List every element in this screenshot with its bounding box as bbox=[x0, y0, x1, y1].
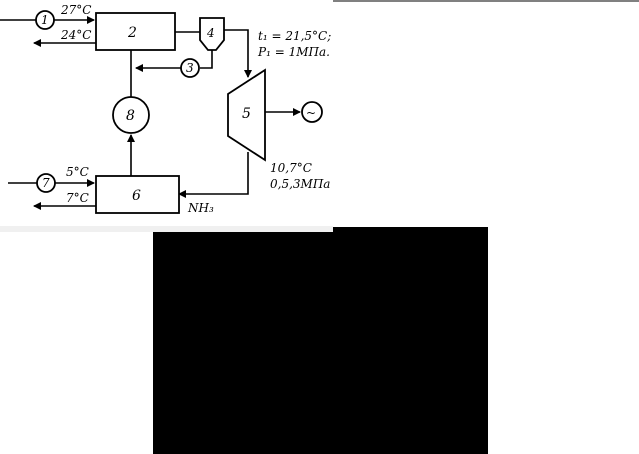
generator bbox=[301, 101, 323, 123]
generator-symbol: ~ bbox=[306, 106, 316, 120]
redaction-strip bbox=[0, 226, 333, 232]
hot-in-temp: 27°C bbox=[60, 3, 91, 17]
turbine-inlet-temp: t₁ = 21,5°C; bbox=[258, 29, 331, 43]
pump-8 bbox=[112, 96, 150, 134]
condenser-box bbox=[95, 175, 180, 214]
pump-8-label: 8 bbox=[126, 108, 135, 124]
working-fluid-label: NH₃ bbox=[187, 201, 214, 215]
turbine-outlet-pressure: 0,5,3МПа bbox=[270, 177, 330, 191]
turbine-5 bbox=[227, 68, 266, 162]
evaporator-box bbox=[95, 12, 176, 51]
turbine-outlet-temp: 10,7°C bbox=[270, 161, 312, 175]
pump-3-label: 3 bbox=[186, 61, 194, 75]
redaction-block-left bbox=[153, 232, 333, 454]
condenser-label: 6 bbox=[132, 188, 141, 204]
separator-label: 4 bbox=[206, 26, 215, 40]
separator-to-pump3-line bbox=[200, 50, 213, 69]
turbine-to-condenser-line bbox=[178, 152, 249, 198]
cold-out-temp: 7°C bbox=[66, 191, 89, 205]
separator-4 bbox=[199, 17, 225, 51]
pump-7-label: 7 bbox=[42, 176, 50, 190]
pump-1-label: 1 bbox=[41, 13, 49, 27]
separator-to-turbine-line bbox=[224, 29, 252, 78]
turbine-inlet-pressure: P₁ = 1МПа. bbox=[257, 45, 330, 59]
cold-in-temp: 5°C bbox=[66, 165, 89, 179]
turbine-label: 5 bbox=[242, 106, 251, 122]
hot-out-temp: 24°C bbox=[60, 28, 91, 42]
redaction-block-right bbox=[333, 227, 488, 454]
evaporator-label: 2 bbox=[127, 25, 137, 41]
